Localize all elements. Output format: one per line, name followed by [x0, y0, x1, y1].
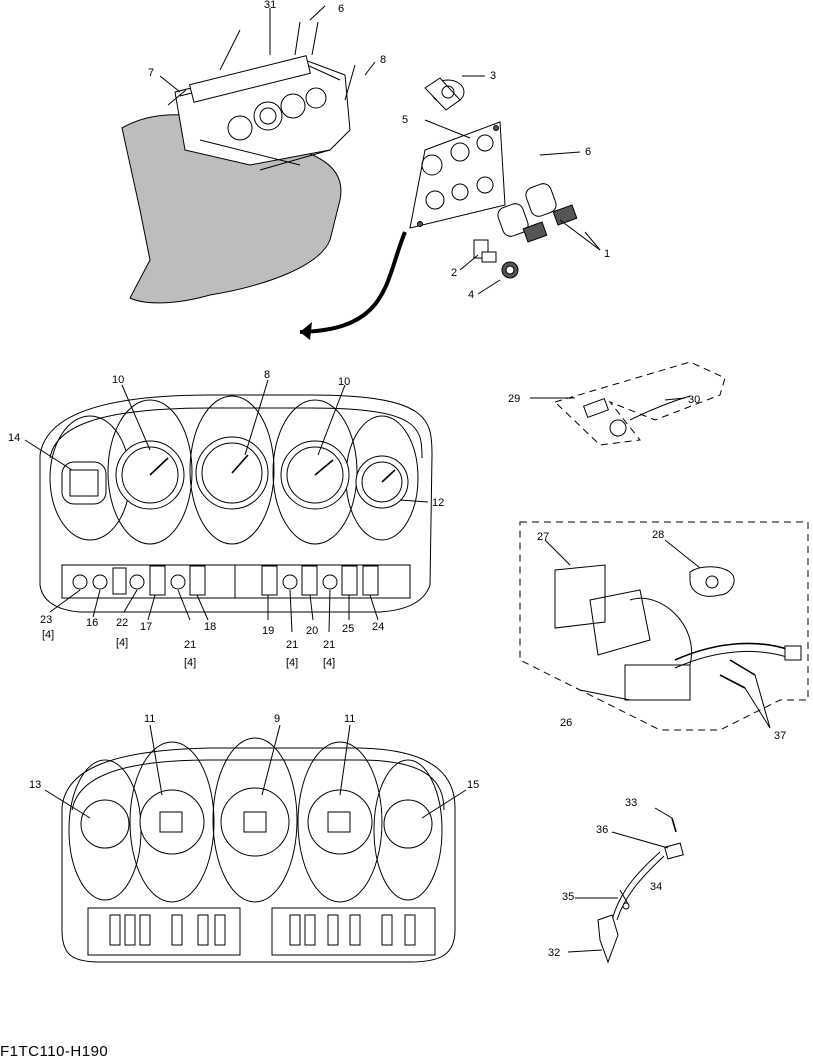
callout-18: 18	[204, 621, 216, 633]
callout-23: 23	[40, 614, 52, 626]
dash-housing-assembly	[121, 21, 356, 304]
arrow-head	[300, 322, 312, 340]
callout-8a: 8	[380, 54, 386, 66]
callout-5: 5	[402, 114, 408, 126]
callout-17: 17	[140, 621, 152, 633]
quantity-21a: [4]	[184, 657, 196, 669]
power-outlet-part	[424, 77, 465, 111]
callout-4: 4	[468, 289, 474, 301]
callout-32: 32	[548, 947, 560, 959]
callout-25: 25	[342, 623, 354, 635]
callout-1: 1	[604, 248, 610, 260]
callout-29: 29	[508, 393, 520, 405]
callout-20: 20	[306, 625, 318, 637]
callout-13: 13	[29, 779, 41, 791]
drawing-code: F1TC110-H190	[0, 1043, 109, 1060]
callout-6a: 6	[338, 3, 344, 15]
callout-31: 31	[264, 0, 276, 11]
top-leaders	[159, 5, 601, 295]
sensor-bracket-kit	[519, 521, 809, 731]
callout-21c: 21	[323, 639, 335, 651]
wire-kit	[530, 361, 726, 446]
callout-15: 15	[467, 779, 479, 791]
callout-6b: 6	[585, 146, 591, 158]
cable-assembly	[567, 807, 684, 964]
rear-instrument-panel	[44, 724, 467, 963]
quantity-21c: [4]	[323, 657, 335, 669]
callout-14: 14	[8, 432, 20, 444]
small-switch-part	[473, 239, 519, 279]
callout-7: 7	[148, 67, 154, 79]
quantity-23: [4]	[42, 629, 54, 641]
callout-8b: 8	[264, 369, 270, 381]
callout-26: 26	[560, 717, 572, 729]
callout-33: 33	[625, 797, 637, 809]
callout-labels: 1 2 3 4 5 6 6 7 8 8 9 10 10 11 11 12 13 …	[8, 0, 786, 959]
callout-27: 27	[537, 531, 549, 543]
callout-3: 3	[490, 70, 496, 82]
callout-9: 9	[274, 713, 280, 725]
callout-22: 22	[116, 617, 128, 629]
callout-30: 30	[688, 394, 700, 406]
callout-10b: 10	[338, 376, 350, 388]
callout-11b: 11	[344, 713, 355, 725]
assembly-direction-arrow	[299, 231, 407, 334]
gauge-mounting-plate	[409, 121, 506, 229]
callout-19: 19	[262, 625, 274, 637]
callout-16: 16	[86, 617, 98, 629]
callout-24: 24	[372, 621, 384, 633]
quantity-21b: [4]	[286, 657, 298, 669]
callout-35: 35	[562, 891, 574, 903]
front-panel-leaders	[24, 379, 429, 633]
callout-10a: 10	[112, 374, 124, 386]
callout-12: 12	[432, 497, 444, 509]
callout-21a: 21	[184, 639, 196, 651]
quantity-22: [4]	[116, 637, 128, 649]
callout-2: 2	[451, 267, 457, 279]
callout-21b: 21	[286, 639, 298, 651]
callout-37: 37	[774, 730, 786, 742]
callout-11a: 11	[144, 713, 155, 725]
rocker-switches-part	[497, 183, 578, 243]
callout-34: 34	[650, 881, 662, 893]
callout-36: 36	[596, 824, 608, 836]
front-instrument-panel	[39, 394, 433, 613]
callout-28: 28	[652, 529, 664, 541]
